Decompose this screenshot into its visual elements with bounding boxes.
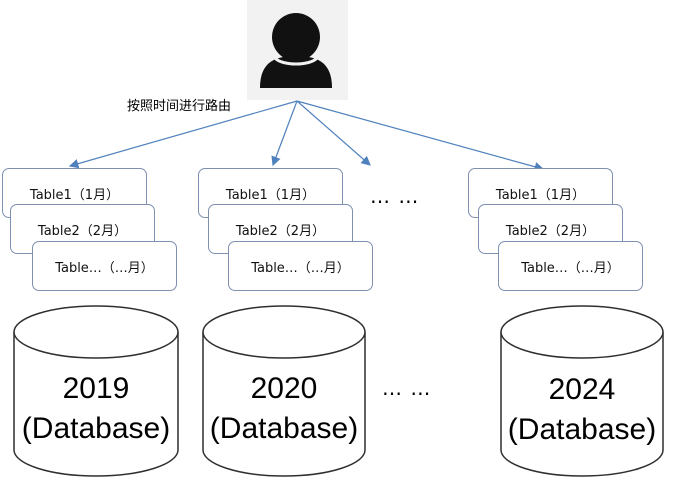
arrow-to-2020 xyxy=(271,100,298,167)
ellipsis-tables: … … xyxy=(370,184,420,208)
database-cylinder-2019 xyxy=(13,305,179,477)
database-year: 2020 xyxy=(250,372,318,405)
arrow-to-middle xyxy=(296,100,371,166)
route-label: 按照时间进行路由 xyxy=(127,99,232,114)
database-name: (Database) xyxy=(21,412,171,445)
table-card: Table…（…月） xyxy=(32,241,177,291)
database-name: (Database) xyxy=(507,413,657,446)
database-cylinder-2024 xyxy=(500,305,664,477)
database-label-2024: 2024 (Database) xyxy=(501,370,663,450)
database-year: 2019 xyxy=(62,372,130,405)
ellipsis-databases: … … xyxy=(382,376,432,400)
database-name: (Database) xyxy=(209,412,359,445)
user-icon xyxy=(260,13,332,88)
table-card: Table…（…月） xyxy=(498,241,643,291)
user-box xyxy=(247,0,348,100)
arrow-to-2024 xyxy=(296,100,545,172)
arrow-to-2019 xyxy=(68,100,298,169)
database-label-2020: 2020 (Database) xyxy=(203,369,365,449)
table-card: Table…（…月） xyxy=(228,241,373,291)
database-label-2019: 2019 (Database) xyxy=(14,369,178,449)
database-year: 2024 xyxy=(548,373,616,406)
database-cylinder-2020 xyxy=(202,305,366,477)
